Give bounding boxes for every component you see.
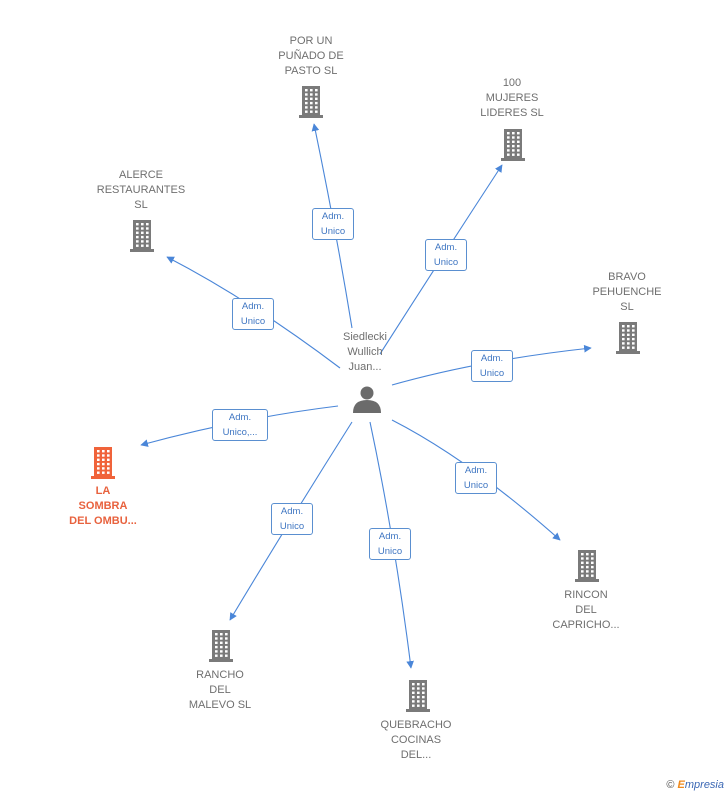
node-label-rincon-line: RINCON xyxy=(564,589,608,601)
edge-label-line: Unico xyxy=(377,546,403,557)
node-label-alerce-line: RESTAURANTES xyxy=(96,184,186,196)
node-label-rincon-line: DEL xyxy=(575,604,597,616)
node-label-bravo-pehuenche: BRAVO PEHUENCHE SL xyxy=(567,270,687,315)
node-label-alerce: ALERCE RESTAURANTES SL xyxy=(81,168,201,213)
node-label-la-sombra-line: SOMBRA xyxy=(78,500,128,512)
edge-label-line: Adm. xyxy=(378,531,402,542)
building-icon-la-sombra[interactable] xyxy=(91,447,115,479)
node-label-100-mujeres-line: LIDERES SL xyxy=(480,107,544,119)
person-icon[interactable] xyxy=(353,386,381,414)
edge-label-la-sombra[interactable]: Adm. Unico,... xyxy=(212,409,268,441)
node-label-rincon-line: CAPRICHO... xyxy=(552,619,620,631)
edge-label-line: Adm. xyxy=(464,465,488,476)
building-icon-alerce[interactable] xyxy=(130,220,154,252)
icons-layer xyxy=(91,86,640,712)
edge-label-100-mujeres[interactable]: Adm. Unico xyxy=(425,239,467,271)
node-label-100-mujeres-line: MUJERES xyxy=(485,92,539,104)
edge-label-line: Unico xyxy=(479,368,505,379)
node-label-rancho-line: RANCHO xyxy=(196,669,244,681)
edge-label-line: Unico xyxy=(463,480,489,491)
person-label-line: Juan... xyxy=(348,361,382,373)
node-label-la-sombra-line: DEL OMBU... xyxy=(69,515,137,527)
node-label-la-sombra: LA SOMBRA DEL OMBU... xyxy=(43,484,163,529)
node-label-quebracho-line: QUEBRACHO xyxy=(380,719,452,731)
footer-brand: © Empresia xyxy=(666,779,724,791)
copyright-icon: © xyxy=(666,779,675,791)
node-label-quebracho: QUEBRACHO COCINAS DEL... xyxy=(356,718,476,763)
edge-label-line: Adm. xyxy=(480,353,504,364)
node-label-bravo-pehuenche-line: SL xyxy=(620,301,634,313)
building-icon-bravo-pehuenche[interactable] xyxy=(616,322,640,354)
node-label-bravo-pehuenche-line: PEHUENCHE xyxy=(592,286,662,298)
building-icon-quebracho[interactable] xyxy=(406,680,430,712)
building-icon-rancho[interactable] xyxy=(209,630,233,662)
edge-label-por-un-punado[interactable]: Adm. Unico xyxy=(312,208,354,240)
edge-label-line: Adm. xyxy=(434,242,458,253)
person-label-line: Wullich xyxy=(347,346,383,358)
edge-label-line: Adm. xyxy=(280,506,304,517)
edge-label-quebracho[interactable]: Adm. Unico xyxy=(369,528,411,560)
edge-label-line: Adm. xyxy=(228,412,252,423)
building-icon-100-mujeres[interactable] xyxy=(501,129,525,161)
node-label-por-un-punado-line: PASTO SL xyxy=(284,65,338,77)
edge-label-line: Adm. xyxy=(241,301,265,312)
node-label-por-un-punado: POR UN PUÑADO DE PASTO SL xyxy=(251,34,371,79)
brand-name: mpresia xyxy=(684,779,724,791)
node-label-la-sombra-line: LA xyxy=(95,485,111,497)
building-icon-rincon[interactable] xyxy=(575,550,599,582)
node-label-bravo-pehuenche-line: BRAVO xyxy=(608,271,646,283)
edge-label-rancho[interactable]: Adm. Unico xyxy=(271,503,313,535)
building-icon-por-un-punado[interactable] xyxy=(299,86,323,118)
node-label-alerce-line: SL xyxy=(134,199,148,211)
edge-label-line: Unico xyxy=(240,316,266,327)
person-label-line: Siedlecki xyxy=(342,331,388,343)
node-label-alerce-line: ALERCE xyxy=(118,169,164,181)
edge-label-line: Unico xyxy=(320,226,346,237)
node-label-rancho-line: MALEVO SL xyxy=(188,699,252,711)
node-label-rancho-line: DEL xyxy=(209,684,231,696)
node-label-por-un-punado-line: PUÑADO DE xyxy=(278,50,344,62)
edge-label-alerce[interactable]: Adm. Unico xyxy=(232,298,274,330)
edge-label-line: Unico,... xyxy=(222,427,258,438)
node-label-rincon: RINCON DEL CAPRICHO... xyxy=(526,588,646,633)
edge-label-rincon[interactable]: Adm. Unico xyxy=(455,462,497,494)
edge-label-line: Unico xyxy=(433,257,459,268)
edge-label-bravo-pehuenche[interactable]: Adm. Unico xyxy=(471,350,513,382)
node-label-100-mujeres-line: 100 xyxy=(502,77,522,89)
edge-label-line: Adm. xyxy=(321,211,345,222)
node-label-por-un-punado-line: POR UN xyxy=(289,35,333,47)
brand-initial: E xyxy=(677,779,685,791)
node-label-quebracho-line: COCINAS xyxy=(390,734,442,746)
edge-label-line: Unico xyxy=(279,521,305,532)
node-label-quebracho-line: DEL... xyxy=(400,749,432,761)
node-label-rancho: RANCHO DEL MALEVO SL xyxy=(160,668,280,713)
